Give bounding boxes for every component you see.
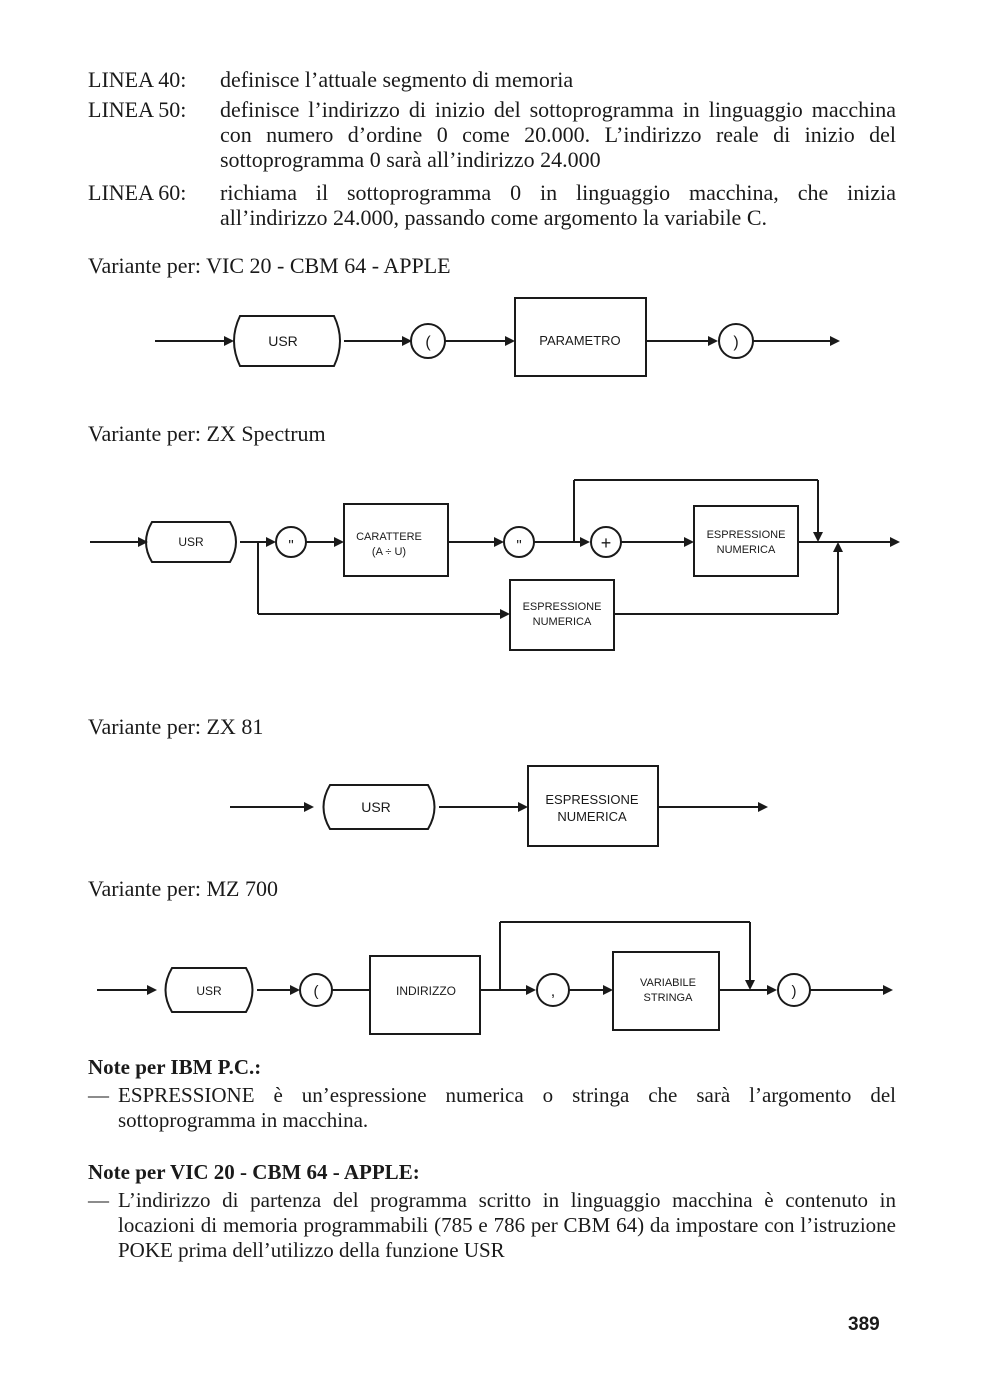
espressione-top-label-1: ESPRESSIONE <box>707 529 786 541</box>
usr-node <box>145 521 237 563</box>
plus-label: + <box>601 533 612 553</box>
note-vic-dash: — <box>88 1188 109 1212</box>
open-paren-label: ( <box>314 983 319 1000</box>
variabile-label-1: VARIABILE <box>640 977 696 989</box>
variant-title-mz700: Variante per: MZ 700 <box>88 876 278 901</box>
quote-label-2: " <box>516 537 521 554</box>
carattere-box <box>343 503 449 577</box>
note-ibm-title: Note per IBM P.C.: <box>88 1055 262 1079</box>
variabile-box <box>612 951 720 1031</box>
carattere-label-2: (A ÷ U) <box>372 546 406 558</box>
linea-50-label: LINEA 50: <box>88 97 187 122</box>
carattere-label-1: CARATTERE <box>356 531 422 543</box>
usr-node <box>164 967 254 1013</box>
espressione-label-2: NUMERICA <box>557 809 627 824</box>
espressione-bottom-label-2: NUMERICA <box>533 616 592 628</box>
syntax-diagram-zx-spectrum: USR " CARATTERE (A ÷ U) " + ESPRESSIONE … <box>90 479 900 651</box>
usr-node <box>322 784 436 830</box>
usr-node <box>233 315 341 367</box>
variant-title-zx-spectrum: Variante per: ZX Spectrum <box>88 421 326 446</box>
linea-60-text: richiama il sottoprogramma 0 in linguagg… <box>220 180 896 230</box>
espressione-bottom-box <box>509 579 615 651</box>
usr-label: USR <box>196 984 222 998</box>
usr-label: USR <box>268 333 298 349</box>
close-paren-label: ) <box>733 334 738 351</box>
usr-label: USR <box>361 799 391 815</box>
espressione-top-box <box>693 505 799 577</box>
linea-40-text: definisce l’attuale segmento di memoria <box>220 67 574 92</box>
indirizzo-box <box>369 955 481 1035</box>
note-vic-title: Note per VIC 20 - CBM 64 - APPLE: <box>88 1160 420 1184</box>
indirizzo-label: INDIRIZZO <box>396 984 456 998</box>
note-vic-body: L’indirizzo di partenza del programma sc… <box>118 1188 896 1262</box>
linea-40-label: LINEA 40: <box>88 67 187 92</box>
note-ibm-dash: — <box>88 1083 109 1107</box>
syntax-diagram-vic20: USR ( PARAMETRO ) <box>155 297 840 377</box>
parametro-label: PARAMETRO <box>539 333 620 348</box>
usr-label: USR <box>178 535 204 549</box>
open-paren-label: ( <box>425 334 431 351</box>
parametro-box <box>514 297 647 377</box>
linea-50-text: definisce l’indirizzo di inizio del sott… <box>220 97 896 172</box>
espressione-top-label-2: NUMERICA <box>717 544 776 556</box>
variant-title-vic20: Variante per: VIC 20 - CBM 64 - APPLE <box>88 253 451 278</box>
quote-label-1: " <box>288 537 293 554</box>
note-ibm-body: ESPRESSIONE è un’espressione numerica o … <box>118 1083 896 1132</box>
syntax-diagram-mz700: USR ( INDIRIZZO , VARIABILE STRINGA ) <box>97 921 893 1035</box>
comma-label: , <box>551 983 555 1000</box>
espressione-bottom-label-1: ESPRESSIONE <box>523 601 602 613</box>
linea-60-label: LINEA 60: <box>88 180 187 205</box>
page-number: 389 <box>848 1314 880 1335</box>
variabile-label-2: STRINGA <box>644 992 694 1004</box>
variant-title-zx81: Variante per: ZX 81 <box>88 714 264 739</box>
syntax-diagram-zx81: USR ESPRESSIONE NUMERICA <box>230 765 768 847</box>
espressione-label-1: ESPRESSIONE <box>545 792 639 807</box>
close-paren-label: ) <box>792 983 797 1000</box>
